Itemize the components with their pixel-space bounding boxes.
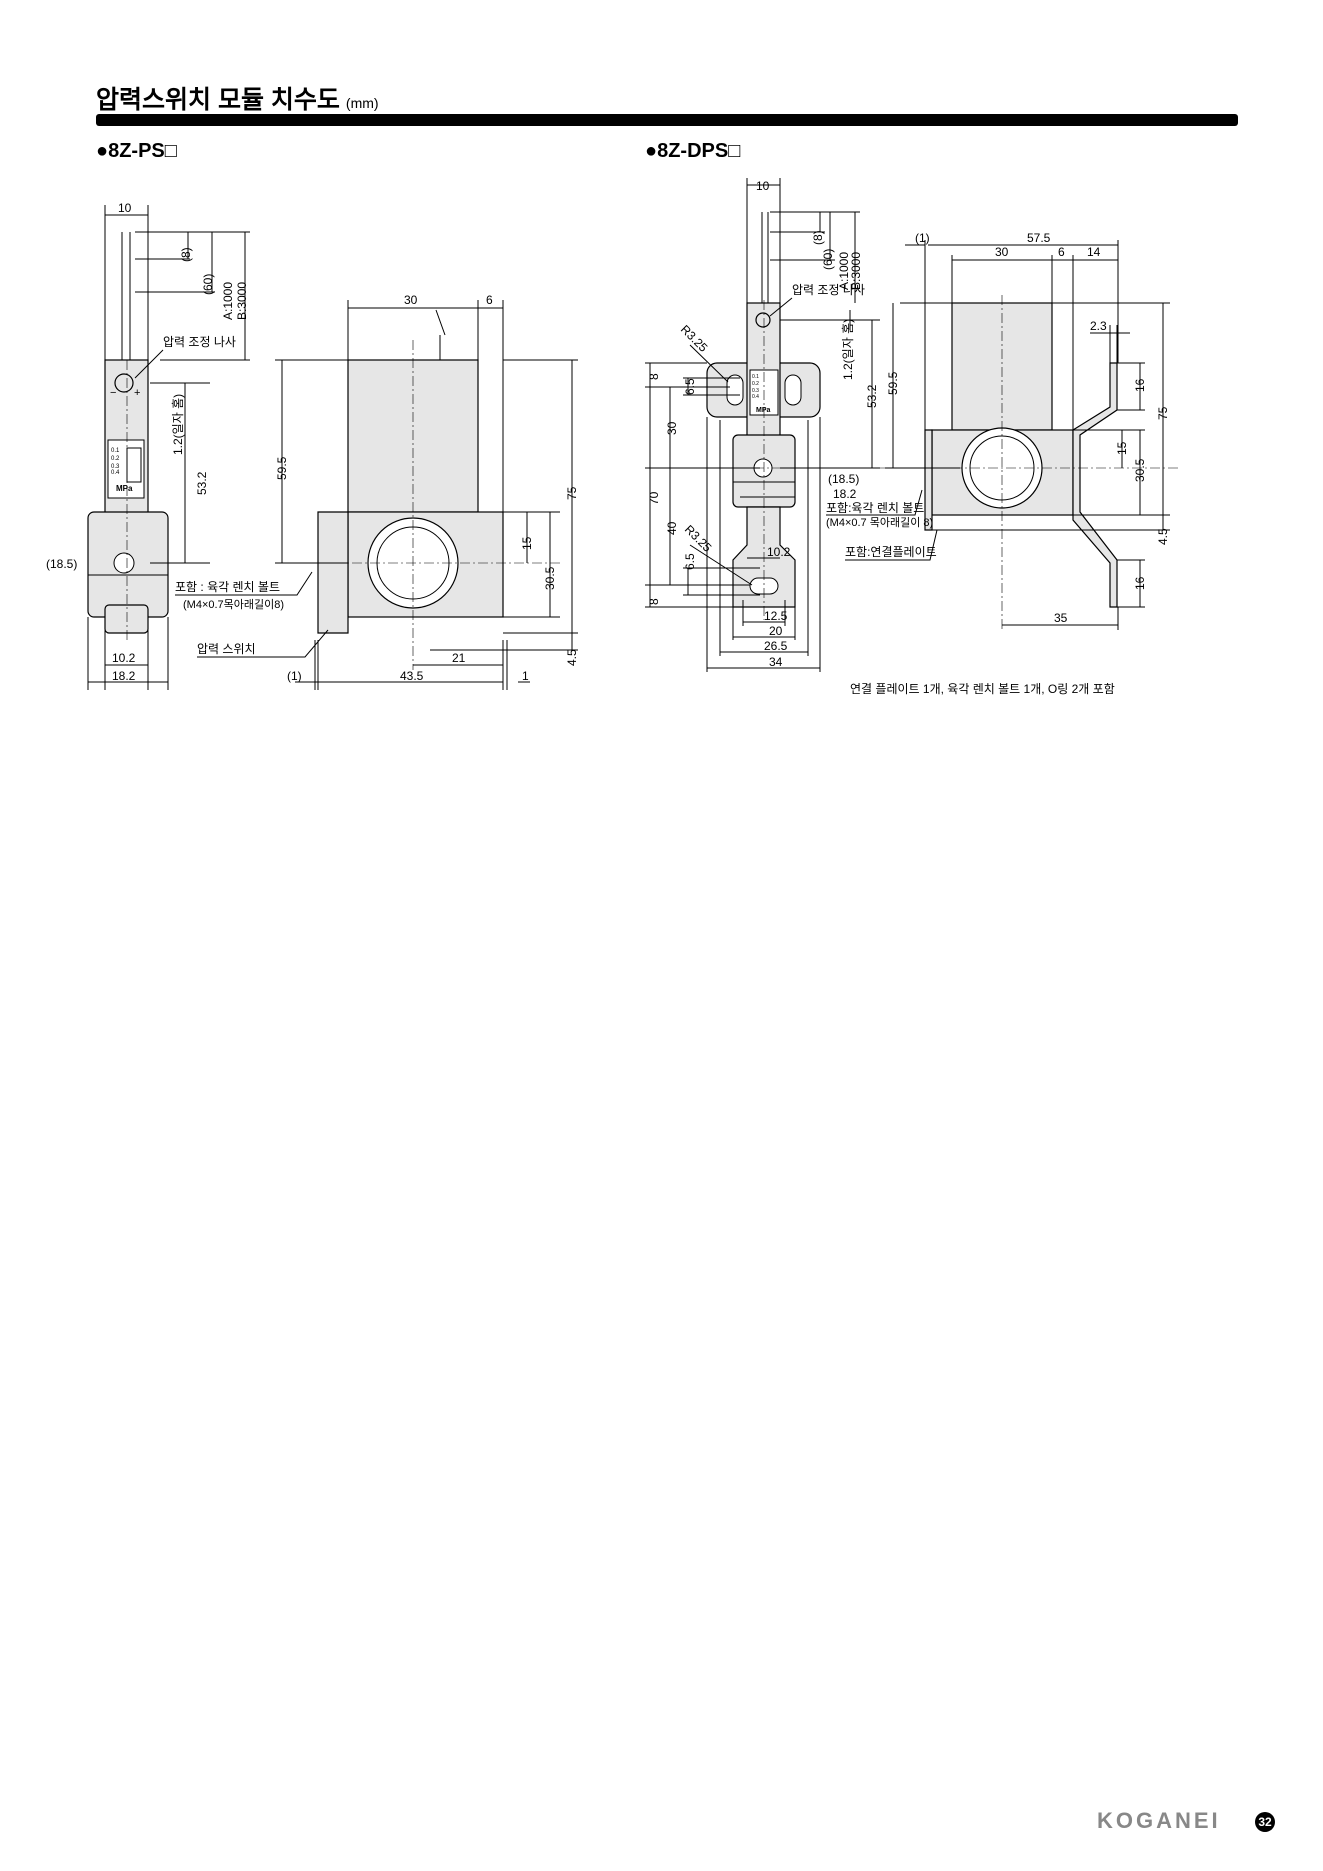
- dim-40: 40: [665, 521, 679, 535]
- dim-10-2: 10.2: [767, 545, 791, 559]
- dim-15: 15: [520, 536, 534, 550]
- dim-30: 30: [404, 293, 418, 307]
- dim-8-upper: 8: [647, 373, 661, 380]
- label-hex-bolt: 포함 : 육각 렌치 볼트: [175, 580, 280, 594]
- dim-2-3: 2.3: [1090, 319, 1107, 333]
- mpa-label: MPa: [756, 407, 771, 414]
- section-title-8z-dps: ●8Z-DPS□: [645, 140, 741, 162]
- dim-18-5: (18.5): [828, 472, 859, 486]
- scale-label: 0.1: [111, 448, 120, 454]
- dim-14: 14: [1087, 245, 1101, 259]
- scale-label: 0.4: [111, 470, 120, 476]
- label-pressure-switch: 압력 스위치: [197, 642, 256, 656]
- dim-1-paren: (1): [915, 231, 930, 245]
- dim-21: 21: [452, 651, 466, 665]
- dim-6-5-lower: 6.5: [683, 553, 697, 570]
- dim-1-2-slot: 1.2(일자 홈): [171, 394, 185, 455]
- dim-6: 6: [486, 293, 493, 307]
- dim-16-lower: 16: [1133, 576, 1147, 590]
- dim-8-lower: 8: [647, 598, 661, 605]
- dim-b3000: B:3000: [849, 252, 863, 290]
- dim-35: 35: [1054, 611, 1068, 625]
- label-pressure-adjust-screw: 압력 조정 나사: [792, 283, 865, 297]
- dim-16-upper: 16: [1133, 378, 1147, 392]
- scale-label: 0.4: [752, 394, 759, 400]
- dim-10: 10: [118, 201, 132, 215]
- dim-8: (8): [811, 230, 825, 245]
- dim-10: 10: [756, 179, 770, 193]
- dim-30-5: 30.5: [1133, 458, 1147, 482]
- scale-label: 0.1: [752, 374, 759, 380]
- dim-30-5: 30.5: [543, 566, 557, 590]
- drawing-8z-dps: 0.1 0.2 0.3 0.4 MPa 10 (8) (60) A:1000 B…: [645, 178, 1180, 696]
- label-bolt-spec: (M4×0.7 목아래길이 8): [826, 516, 933, 529]
- dim-59-5: 59.5: [886, 371, 900, 395]
- dim-15: 15: [1115, 441, 1129, 455]
- dim-34: 34: [769, 655, 783, 669]
- dim-60: (60): [201, 274, 215, 295]
- dim-43-5: 43.5: [400, 669, 424, 683]
- mpa-label: MPa: [116, 484, 133, 493]
- page-number: 32: [1255, 1812, 1275, 1832]
- section-title-8z-ps: ●8Z-PS□: [96, 140, 177, 162]
- minus-sign: −: [110, 387, 116, 399]
- label-connecting-plate: 포함:연결플레이트: [845, 545, 937, 559]
- dim-18-5: (18.5): [46, 557, 77, 571]
- dim-30-vertical: 30: [665, 421, 679, 435]
- title-text: 압력스위치 모듈 치수도: [96, 86, 340, 114]
- dim-12-5: 12.5: [764, 609, 788, 623]
- dim-8: (8): [179, 247, 193, 262]
- dim-4-5: 4.5: [1156, 528, 1170, 545]
- dim-53-2: 53.2: [865, 384, 879, 408]
- dim-30: 30: [995, 245, 1009, 259]
- page-title: 압력스위치 모듈 치수도 (mm): [96, 80, 379, 116]
- dim-6-5-upper: 6.5: [683, 378, 697, 395]
- label-bolt-spec: (M4×0.7목아래길이8): [183, 598, 284, 611]
- koganei-logo: KOGANEI: [1097, 1808, 1221, 1833]
- title-rule: [96, 114, 1238, 126]
- scale-label: 0.2: [111, 456, 120, 462]
- scale-label: 0.3: [111, 464, 120, 470]
- drawing-8z-ps: − + 0.1 0.2 0.3 0.4 MPa 10 (8) (60) A:10…: [46, 201, 579, 690]
- dim-radius-upper: R3.25: [678, 322, 711, 355]
- dim-1-paren: (1): [287, 669, 302, 683]
- dim-18-2: 18.2: [833, 487, 857, 501]
- dim-a1000: A:1000: [837, 252, 851, 290]
- label-pressure-adjust-screw: 압력 조정 나사: [163, 335, 236, 349]
- dim-a1000: A:1000: [221, 282, 235, 320]
- dim-57-5: 57.5: [1027, 231, 1051, 245]
- dim-20: 20: [769, 624, 783, 638]
- dim-18-2: 18.2: [112, 669, 136, 683]
- dim-75: 75: [1156, 406, 1170, 420]
- dim-53-2: 53.2: [195, 471, 209, 495]
- dim-1: 1: [522, 669, 529, 683]
- title-unit: (mm): [345, 95, 379, 111]
- dim-60: (60): [821, 249, 835, 270]
- scale-label: 0.2: [752, 381, 759, 387]
- scale-label: 0.3: [752, 388, 759, 394]
- dim-70: 70: [647, 491, 661, 505]
- dim-59-5: 59.5: [275, 456, 289, 480]
- dim-10-2: 10.2: [112, 651, 136, 665]
- dim-75: 75: [565, 486, 579, 500]
- dim-1-2-slot: 1.2(일자 홈): [841, 319, 855, 380]
- plus-sign: +: [134, 387, 140, 399]
- dim-26-5: 26.5: [764, 639, 788, 653]
- dim-b3000: B:3000: [235, 282, 249, 320]
- label-hex-bolt: 포함:육각 렌치 볼트: [826, 501, 924, 515]
- dim-4-5: 4.5: [565, 649, 579, 666]
- dim-6: 6: [1058, 245, 1065, 259]
- included-parts-note: 연결 플레이트 1개, 육각 렌치 볼트 1개, O링 2개 포함: [850, 682, 1115, 696]
